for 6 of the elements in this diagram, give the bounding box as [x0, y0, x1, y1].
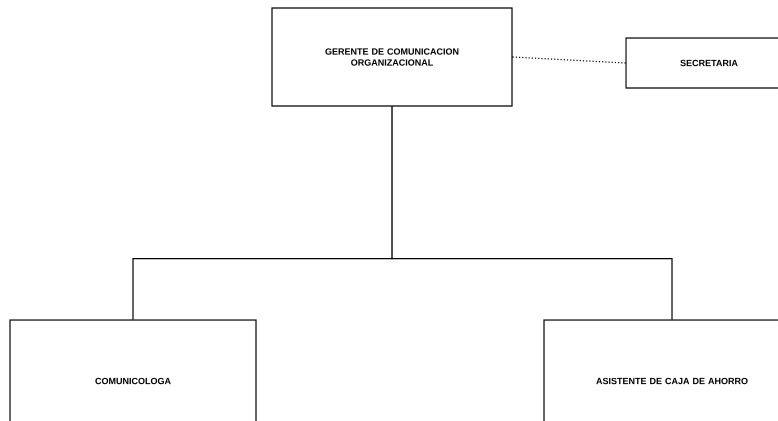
secretary-box: SECRETARIA: [625, 37, 778, 89]
position-box: ASISTENTE DE CAJA DE AHORRO: [543, 319, 778, 421]
manager-box: GERENTE DE COMUNICACION ORGANIZACIONAL: [271, 7, 513, 107]
connector-line: [391, 106, 673, 320]
position-box: COMUNICOLOGA: [9, 319, 257, 421]
connector-line: [512, 56, 626, 64]
